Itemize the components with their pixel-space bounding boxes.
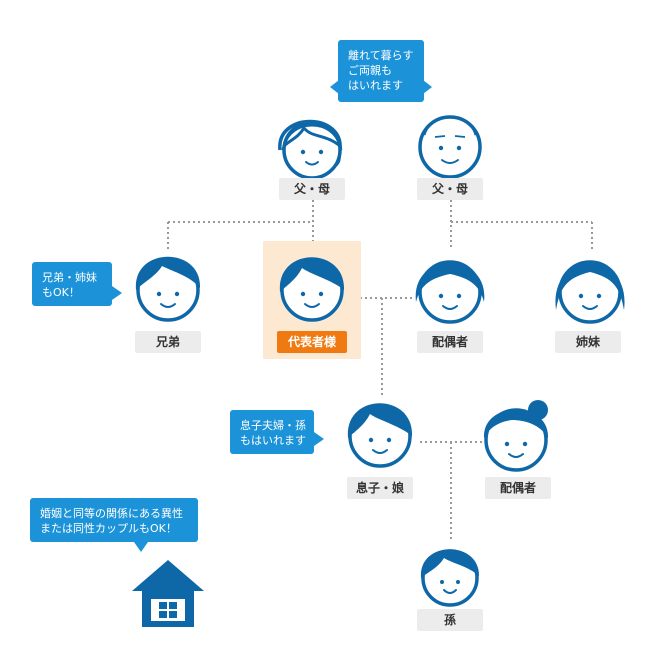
man-face-icon-brother bbox=[135, 256, 201, 322]
bubble-parents-line-2: ご両親も bbox=[348, 64, 392, 77]
woman-bun-face-icon bbox=[483, 400, 549, 472]
bubble-tail bbox=[134, 542, 148, 552]
label-spouse: 配偶者 bbox=[417, 331, 483, 353]
label-child: 息子・娘 bbox=[347, 477, 413, 499]
label-parents-right: 父・母 bbox=[417, 178, 483, 200]
bubble-tail bbox=[112, 286, 122, 300]
label-sister: 姉妹 bbox=[555, 331, 621, 353]
label-grandchild: 孫 bbox=[417, 609, 483, 631]
label-child-spouse: 配偶者 bbox=[485, 477, 551, 499]
bubble-partner: 婚姻と同等の関係にある異性 または同性カップルもOK！ bbox=[30, 498, 198, 552]
woman-face-icon-sister bbox=[555, 260, 625, 324]
grandfather-face-icon bbox=[418, 115, 482, 179]
connector-lines bbox=[167, 200, 593, 540]
label-representative: 代表者様 bbox=[277, 331, 347, 353]
bubble-parents-line-3: はいれます bbox=[348, 79, 403, 92]
bubble-parents-line-1: 離れて暮らす bbox=[348, 49, 414, 62]
bubble-siblings-line-1: 兄弟・姉妹 bbox=[42, 271, 97, 284]
bubble-children-line-2: もはいれます bbox=[240, 434, 306, 447]
label-brother: 兄弟 bbox=[135, 331, 201, 353]
woman-face-icon-spouse bbox=[415, 260, 485, 324]
bubble-partner-line-2: または同性カップルもOK！ bbox=[40, 522, 177, 535]
grandmother-face-icon bbox=[278, 119, 343, 180]
bubble-tail bbox=[314, 432, 324, 446]
bubble-siblings-line-2: もOK！ bbox=[42, 286, 80, 299]
child-face-icon bbox=[420, 549, 480, 607]
bubble-children: 息子夫婦・孫 もはいれます bbox=[230, 410, 324, 454]
bubble-parents: 離れて暮らす ご両親も はいれます bbox=[330, 40, 432, 102]
bubble-tail bbox=[330, 80, 339, 94]
bubble-children-line-1: 息子夫婦・孫 bbox=[240, 419, 306, 432]
man-face-icon-representative bbox=[279, 257, 345, 322]
bubble-siblings: 兄弟・姉妹 もOK！ bbox=[32, 262, 122, 306]
house-icon bbox=[132, 560, 204, 627]
bubble-partner-line-1: 婚姻と同等の関係にある異性 bbox=[40, 507, 183, 520]
label-parents-left: 父・母 bbox=[279, 178, 345, 200]
bubble-tail bbox=[423, 80, 432, 94]
man-face-icon-child bbox=[347, 403, 413, 468]
